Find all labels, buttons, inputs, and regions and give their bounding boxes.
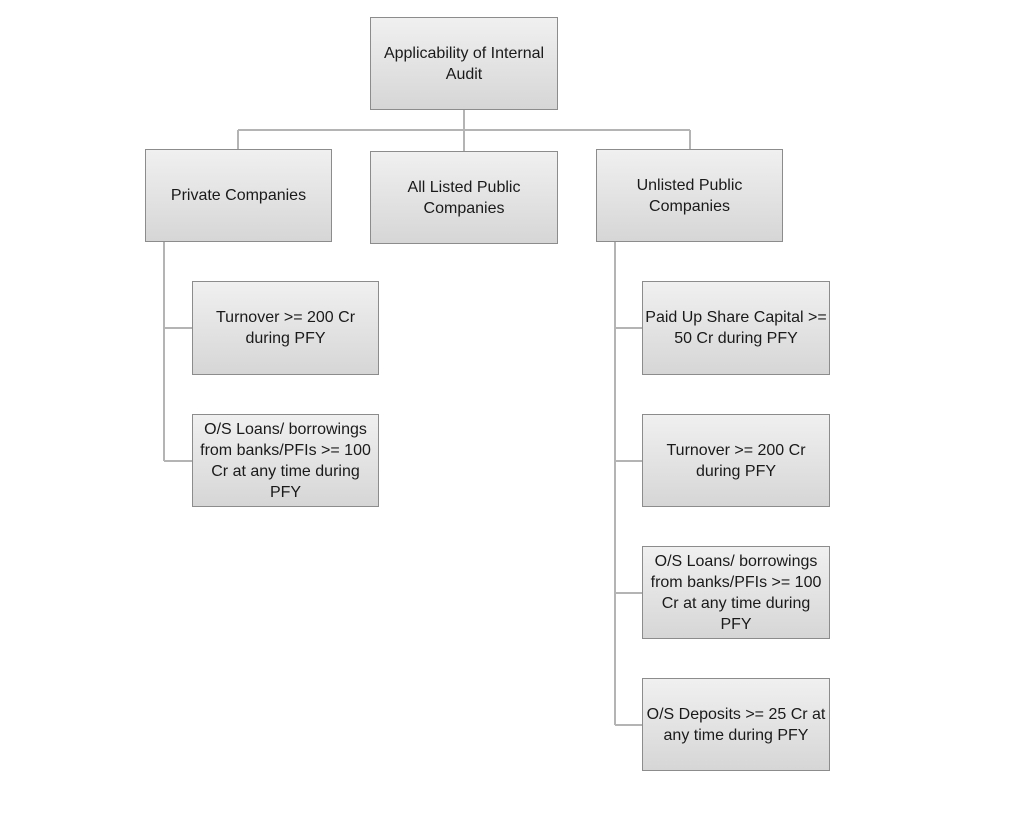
criterion-label: O/S Loans/ borrowings from banks/PFIs >=… [650,552,822,633]
root-node-label: Applicability of Internal Audit [383,44,545,83]
criterion-label: Paid Up Share Capital >= 50 Cr during PF… [645,309,827,347]
category-node-private: Private Companies [145,149,332,242]
unlisted-criterion-node: Turnover >= 200 Cr during PFY [642,414,830,507]
root-node: Applicability of Internal Audit [370,17,558,110]
criterion-label: Turnover >= 200 Cr during PFY [666,441,806,480]
unlisted-criterion-node: O/S Deposits >= 25 Cr at any time during… [642,678,830,771]
private-criterion-node: O/S Loans/ borrowings from banks/PFIs >=… [192,414,379,507]
category-node-listed-public: All Listed Public Companies [370,151,558,244]
private-criterion-node: Turnover >= 200 Cr during PFY [192,281,379,375]
category-node-label: All Listed Public Companies [407,178,521,217]
category-node-unlisted-public: Unlisted Public Companies [596,149,783,242]
criterion-label: Turnover >= 200 Cr during PFY [215,309,356,347]
unlisted-criterion-node: O/S Loans/ borrowings from banks/PFIs >=… [642,546,830,639]
category-node-label: Unlisted Public Companies [636,176,743,215]
criterion-label: O/S Loans/ borrowings from banks/PFIs >=… [200,420,371,501]
unlisted-criterion-node: Paid Up Share Capital >= 50 Cr during PF… [642,281,830,375]
criterion-label: O/S Deposits >= 25 Cr at any time during… [646,705,826,744]
category-node-label: Private Companies [170,187,307,204]
